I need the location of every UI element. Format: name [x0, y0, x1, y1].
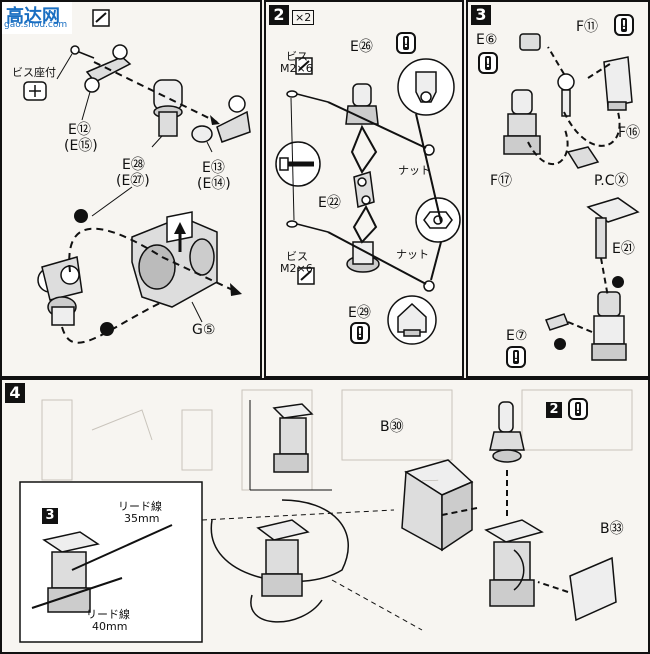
screw-label-bottom: ビス — [286, 250, 308, 263]
screw-seat-label: ビス座付 — [12, 66, 56, 79]
step-number: 3 — [471, 5, 491, 25]
step-number: 2 — [269, 5, 289, 25]
part-label-g5: G⑤ — [192, 322, 216, 338]
caution-icon: ! — [506, 346, 526, 368]
caution-icon: ! — [478, 52, 498, 74]
background-text: ――― — [421, 475, 439, 487]
part-label-e28: E㉘ — [122, 157, 145, 173]
caution-icon: ! — [396, 32, 416, 54]
part-label-e21: E㉑ — [612, 241, 635, 257]
ref-step-number: 2 — [546, 402, 562, 418]
part-label-e6: E⑥ — [476, 32, 498, 48]
panel-step-4: ――― 4 3 リード線 35mm リード線 40mm B㉚ 2 ! B㉝ — [0, 378, 650, 654]
part-label-f17: F⑰ — [490, 173, 513, 189]
nut-label-top: ナット — [398, 164, 431, 177]
wire-length-bottom: 40mm — [92, 620, 128, 633]
watermark-brand: 高达网 — [6, 6, 60, 27]
screw-spec-bottom: M2×6 — [280, 262, 313, 275]
screw-spec-top: M2×6 — [280, 62, 313, 75]
part-label-e29: E㉙ — [348, 305, 371, 321]
screw-label-top: ビス — [286, 50, 308, 63]
watermark-url: gao.shou.com — [4, 20, 68, 30]
wire-label-top: リード線 — [118, 500, 162, 513]
watermark: 高达网 gao.shou.com — [2, 2, 72, 34]
part-label-e15: (E⑮) — [64, 138, 98, 154]
wire-length-top: 35mm — [124, 512, 160, 525]
part-label-b30: B㉚ — [380, 419, 404, 435]
part-label-f11: F⑪ — [576, 19, 599, 35]
panel-step-2: 2 ×2 ビス M2×6 E㉖ ! ナット E㉒ ナット ビス M2×6 E㉙ … — [264, 0, 464, 378]
multiplier-label: ×2 — [292, 10, 315, 25]
panel-1-illustration — [23, 9, 251, 344]
panel-step-3: 3 E⑥ ! F⑪ ! F⑯ F⑰ P.CⓍ E㉑ E⑦ ! — [466, 0, 650, 378]
wire-label-bottom: リード線 — [86, 608, 130, 621]
part-label-e22: E㉒ — [318, 195, 341, 211]
panel-2-illustration — [275, 57, 461, 345]
part-label-b33: B㉝ — [600, 521, 624, 537]
part-label-e13: E⑬ — [202, 160, 225, 176]
part-label-e14: (E⑭) — [197, 176, 231, 192]
caution-icon: ! — [614, 14, 634, 36]
part-label-e12: E⑫ — [68, 122, 91, 138]
caution-icon: ! — [568, 398, 588, 420]
sub-step-number: 3 — [42, 508, 58, 524]
part-label-e7: E⑦ — [506, 328, 528, 344]
part-label-pc-x: P.CⓍ — [594, 173, 629, 189]
nut-label-bottom: ナット — [396, 248, 429, 261]
caution-icon: ! — [350, 322, 370, 344]
part-label-f16: F⑯ — [618, 125, 641, 141]
panel-step-1: 1 ビス座付 E⑫ (E⑮) E㉘ (E㉗) E⑬ (E⑭) G⑤ — [0, 0, 262, 378]
panel-3-illustration — [503, 33, 640, 361]
step-number: 4 — [5, 383, 25, 403]
part-label-e26: E㉖ — [350, 39, 373, 55]
part-label-e27: (E㉗) — [116, 173, 150, 189]
panel-4-illustration — [19, 389, 633, 643]
